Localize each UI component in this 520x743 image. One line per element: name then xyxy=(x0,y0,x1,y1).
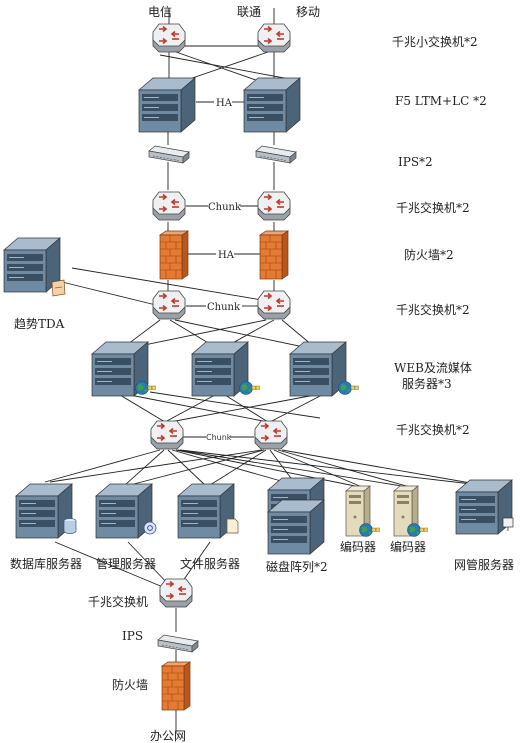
switch-icon xyxy=(257,191,291,221)
management-server-icon xyxy=(95,483,153,539)
switch-icon xyxy=(150,420,184,450)
ips-devices xyxy=(148,145,297,164)
tier-label-gigabit-switch-lower: 千兆交换机*2 xyxy=(396,422,470,437)
settings-badge-icon xyxy=(143,521,157,535)
tier-label-gigabit-switch-middle: 千兆交换机*2 xyxy=(396,302,470,317)
link-label-ha: HA xyxy=(216,98,233,109)
firewall-icon xyxy=(259,230,289,280)
tier-label-web-media-line1: WEB及流媒体 xyxy=(394,361,472,375)
globe-icon xyxy=(239,381,260,395)
monitor-badge-icon xyxy=(502,517,514,531)
f5-server-icon xyxy=(138,77,196,133)
web-server-icon xyxy=(289,341,347,397)
link-label-chunk: Chunk xyxy=(206,433,232,442)
tier-label-gigabit-switch-upper: 千兆交换机*2 xyxy=(396,200,470,215)
label-office-firewall: 防火墙 xyxy=(112,677,148,692)
office-firewall-icon xyxy=(161,661,191,711)
ips-device-icon xyxy=(255,145,297,164)
bottom-server-row xyxy=(15,477,514,555)
label-network-management-server: 网管服务器 xyxy=(454,557,514,572)
tier-label-web-media-line2: 服务器*3 xyxy=(402,376,452,391)
switch-icon xyxy=(152,191,186,221)
tier-label-ips: IPS*2 xyxy=(398,155,433,169)
switch-icon xyxy=(254,420,288,450)
label-encoder: 编码器 xyxy=(340,539,376,554)
label-file-server: 文件服务器 xyxy=(180,556,240,571)
label-management-server: 管理服务器 xyxy=(96,556,156,571)
firewall-icon xyxy=(159,230,189,280)
link-label-ha: HA xyxy=(218,250,235,261)
f5-server-icon xyxy=(243,77,301,133)
tda-shield-icon xyxy=(51,279,66,297)
switch-icon xyxy=(152,290,186,320)
label-office-switch: 千兆交换机 xyxy=(88,594,148,609)
tier-label-gigabit-small-switch: 千兆小交换机*2 xyxy=(392,34,478,49)
database-icon xyxy=(63,518,77,534)
label-database-server: 数据库服务器 xyxy=(10,556,82,571)
trend-tda-device xyxy=(3,237,66,297)
isp-switch-icon xyxy=(257,23,291,53)
label-unicom: 联通 xyxy=(237,5,261,19)
tier-label-f5: F5 LTM+LC *2 xyxy=(395,94,487,108)
label-telecom: 电信 xyxy=(148,5,172,19)
disk-array-icon xyxy=(267,499,325,555)
labels: 电信 联通 移动 千兆小交换机*2 F5 LTM+LC *2 IPS*2 千兆交… xyxy=(10,5,514,743)
isp-switch-icon xyxy=(152,23,186,53)
office-ips-icon xyxy=(157,634,199,653)
database-server-icon xyxy=(15,483,73,539)
web-media-servers xyxy=(91,341,359,397)
globe-icon xyxy=(407,523,428,537)
label-mobile: 移动 xyxy=(296,5,320,19)
file-server-icon xyxy=(177,483,235,539)
connection-lines xyxy=(44,8,483,733)
ips-device-icon xyxy=(148,145,190,164)
office-switch-icon xyxy=(159,578,193,608)
label-trend-tda: 趋势TDA xyxy=(14,317,65,331)
isp-switches xyxy=(152,23,291,53)
label-encoder: 编码器 xyxy=(390,539,426,554)
label-office-network: 办公网 xyxy=(150,728,186,743)
switch-icon xyxy=(257,290,291,320)
label-office-ips: IPS xyxy=(122,629,143,643)
globe-icon xyxy=(338,381,359,395)
link-label-chunk: Chunk xyxy=(207,302,241,313)
globe-icon xyxy=(359,523,380,537)
label-disk-array: 磁盘阵列*2 xyxy=(266,559,328,574)
tda-server-icon xyxy=(3,237,61,293)
file-icon xyxy=(226,518,239,534)
link-label-chunk: Chunk xyxy=(208,202,242,213)
office-chain xyxy=(157,578,199,711)
tier-label-firewall: 防火墙*2 xyxy=(404,247,454,262)
